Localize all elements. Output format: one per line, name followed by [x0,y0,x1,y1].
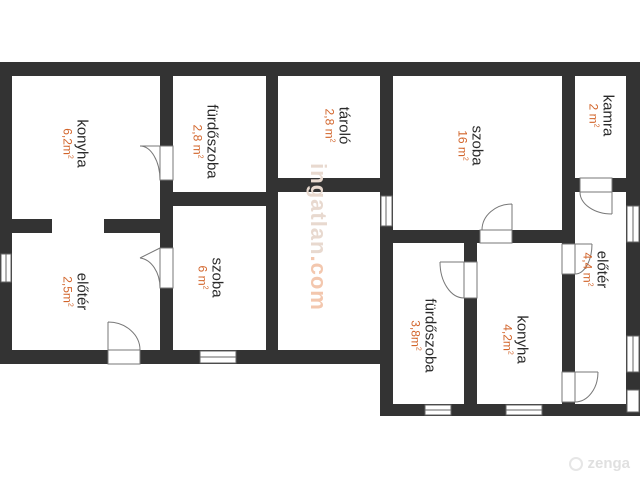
windows [0,195,640,416]
zenga-logo-icon [569,456,584,471]
room-label-elo2: előtér 4,4 m2 [579,235,610,305]
room-label-furdo1: fürdőszoba 2,8 m2 [189,97,220,187]
room-name: előtér [73,272,91,311]
room-area: 2 m2 [586,103,601,128]
room-name: konyha [513,315,531,364]
room-name: fürdőszoba [203,104,221,179]
room-area: 2,8 m2 [190,124,205,159]
room-label-szoba2: szoba 16 m2 [454,116,485,176]
room-name: konyha [73,119,91,168]
room-label-szoba1: szoba 6 m2 [194,248,225,308]
room-label-konyha2: konyha 4,2m2 [499,305,530,375]
watermark-text: ingatlan [306,163,331,256]
room-area: 3,8m2 [408,320,423,351]
room-area: 4,4 m2 [580,252,595,287]
room-area: 4,2m2 [500,324,515,355]
room-area: 16 m2 [455,130,470,161]
room-label-kamra: kamra 2 m2 [585,81,616,151]
brand-name: zenga [587,455,630,472]
room-area: 2,5m2 [60,276,75,307]
room-name: előtér [593,250,611,289]
room-label-furdo2: fürdőszoba 3,8m2 [407,291,438,381]
brand-logo: zenga [569,455,630,472]
watermark: ingatlan.com [305,163,331,311]
room-name: tároló [335,106,353,145]
room-label-elo1: előtér 2,5m2 [59,257,90,327]
room-name: kamra [599,94,617,137]
room-area: 2,8 m2 [322,108,337,143]
room-label-tarolo: tároló 2,8 m2 [321,91,352,161]
room-name: szoba [208,257,226,298]
room-name: fürdőszoba [421,298,439,373]
doors [107,145,613,403]
room-area: 6,2m2 [60,128,75,159]
watermark-domain: .com [306,255,331,311]
room-area: 6 m2 [195,265,210,290]
room-label-konyha1: konyha 6,2m2 [59,109,90,179]
room-name: szoba [468,125,486,166]
